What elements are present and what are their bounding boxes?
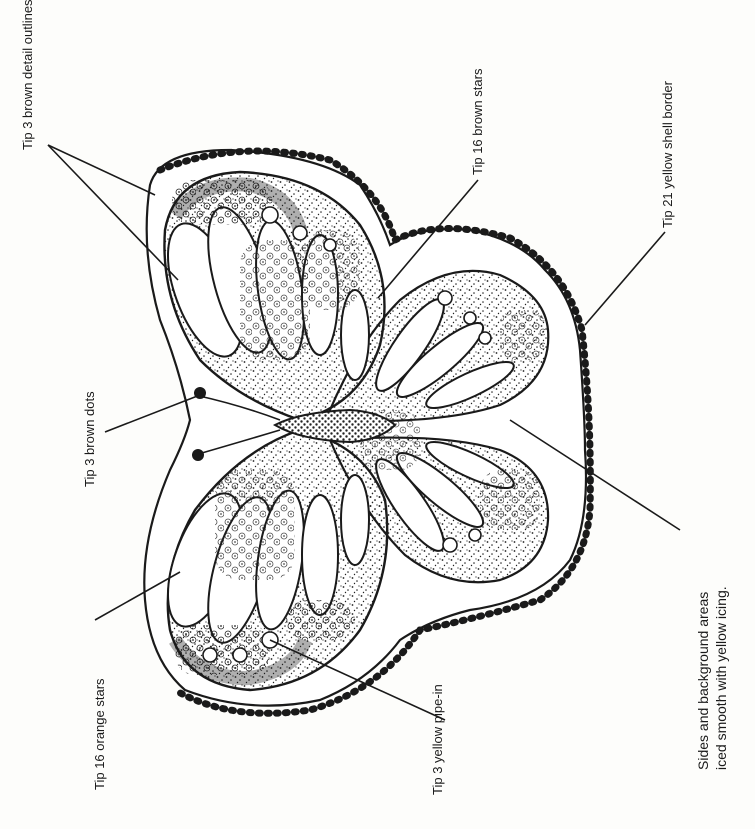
- label-brown-stars: Tip 16 brown stars: [470, 69, 485, 175]
- label-background-line2: iced smooth with yellow icing.: [713, 586, 730, 770]
- label-orange-stars: Tip 16 orange stars: [92, 678, 107, 790]
- label-pipe-in: Tip 3 yellow pipe-in: [430, 684, 445, 795]
- label-brown-detail-outlines: Tip 3 brown detail outlines: [20, 0, 35, 150]
- label-brown-dots: Tip 3 brown dots: [82, 391, 97, 487]
- label-background-line1: Sides and background areas: [695, 592, 712, 770]
- label-shell-border: Tip 21 yellow shell border: [660, 81, 675, 228]
